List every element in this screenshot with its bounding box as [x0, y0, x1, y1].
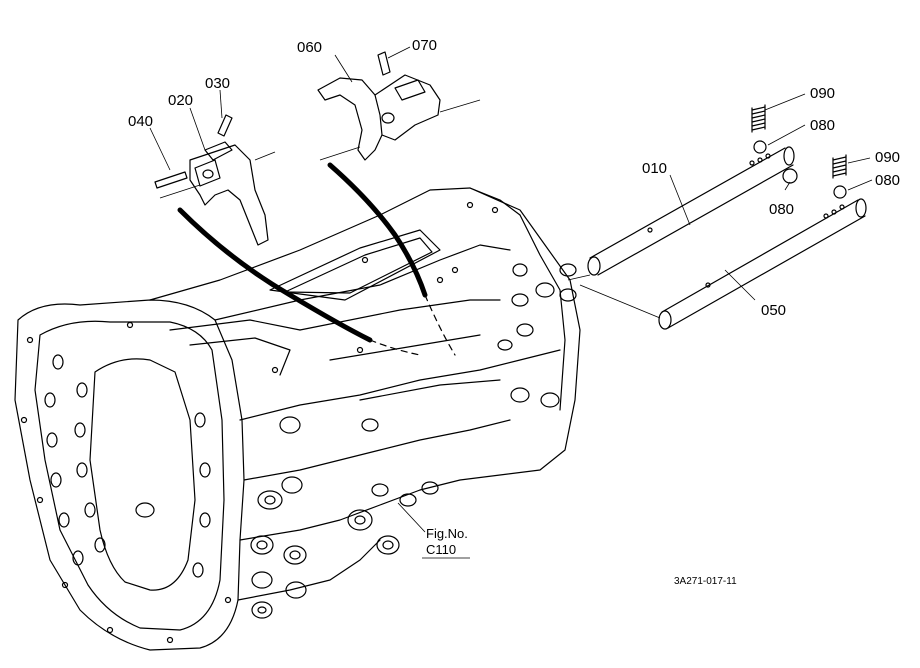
transmission-case	[14, 187, 581, 651]
pin-070	[377, 51, 391, 76]
label-040: 040	[128, 113, 153, 130]
label-090-lower: 090	[875, 149, 900, 166]
label-010: 010	[642, 160, 667, 177]
label-060: 060	[297, 39, 322, 56]
flange-bolt-holes	[20, 336, 232, 644]
drawing-code: 3A271-017-11	[674, 576, 737, 587]
shift-fork-020	[159, 141, 276, 246]
assembly-arrows	[177, 162, 456, 356]
ball-080-upper	[753, 140, 767, 154]
label-020: 020	[168, 92, 193, 109]
figure-ref-line2: C110	[426, 542, 456, 557]
figure-ref-line1: Fig.No.	[426, 526, 468, 541]
shift-rod-010	[587, 146, 795, 276]
label-080-upper: 080	[810, 117, 835, 134]
leader-lines	[149, 46, 873, 559]
spring-090-lower	[832, 154, 847, 179]
label-050: 050	[761, 302, 786, 319]
spring-090-upper	[751, 104, 766, 133]
label-080-lower: 080	[875, 172, 900, 189]
label-030: 030	[205, 75, 230, 92]
pin-030	[217, 114, 233, 137]
shift-rod-050	[658, 198, 867, 330]
pin-040	[154, 171, 188, 189]
label-080-middle: 080	[769, 201, 794, 218]
ball-080-lower	[833, 185, 847, 199]
ball-080-middle	[782, 168, 798, 184]
label-070: 070	[412, 37, 437, 54]
shift-fork-060	[317, 74, 481, 161]
figure-reference: Fig.No. C110	[426, 526, 468, 557]
case-bosses	[135, 263, 577, 619]
label-090-upper: 090	[810, 85, 835, 102]
